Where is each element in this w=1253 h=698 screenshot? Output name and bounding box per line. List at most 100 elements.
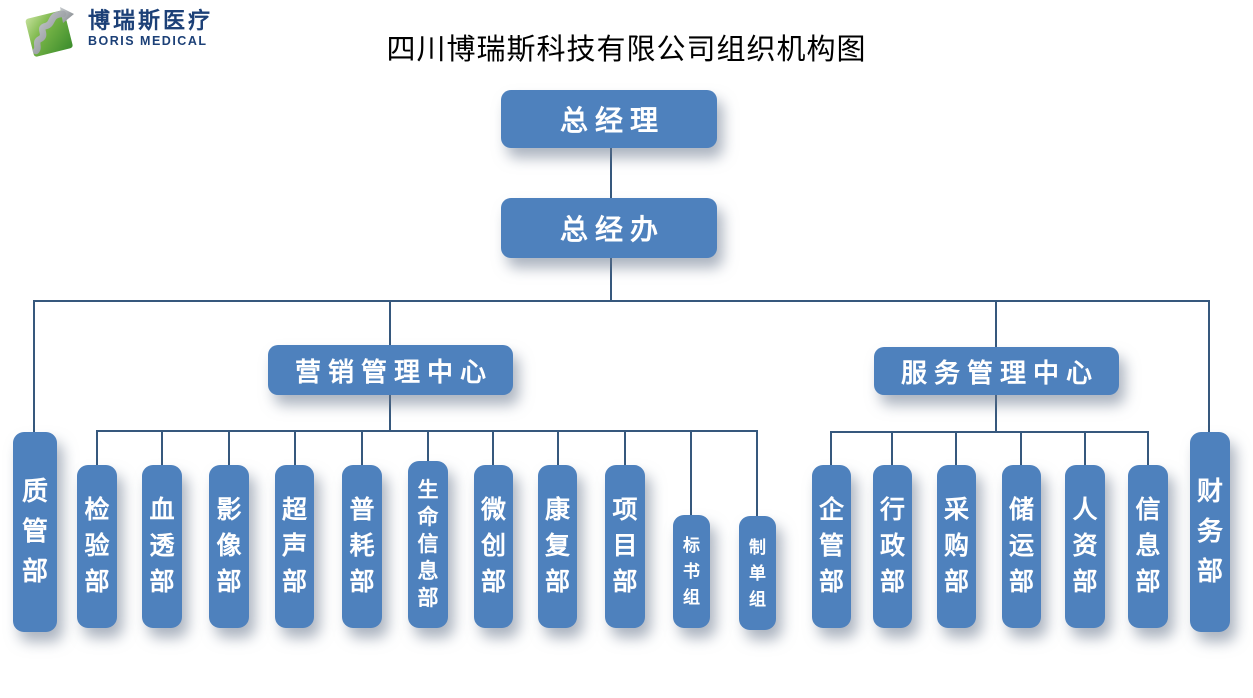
org-node-char: 采 (943, 497, 969, 524)
connector-line (610, 258, 612, 301)
org-node-char: 创 (480, 533, 506, 560)
org-node-project-dept: 项目部 (605, 465, 645, 628)
org-node-quality-dept: 质管部 (13, 432, 57, 632)
connector-line (1147, 431, 1149, 465)
org-node-char: 部 (1072, 569, 1098, 596)
connector-line (955, 431, 957, 465)
org-node-char: 组 (683, 588, 700, 607)
org-node-hemodialysis-dept: 血透部 (142, 465, 182, 628)
org-node-char: 人 (1072, 497, 1098, 524)
org-node-procurement-dept: 采购部 (937, 465, 976, 628)
org-node-char: 部 (943, 569, 969, 596)
org-node-consumables-dept: 普耗部 (342, 465, 382, 628)
org-node-imaging-dept: 影像部 (209, 465, 249, 628)
brand-name-en: BORIS MEDICAL (88, 34, 208, 49)
org-node-char: 部 (84, 569, 110, 596)
org-node-char: 目 (612, 533, 638, 560)
org-node-general-manager: 总经理 (501, 90, 717, 148)
org-node-order-group: 制单组 (739, 516, 776, 630)
org-node-char: 信 (417, 532, 439, 556)
org-node-char: 部 (818, 569, 844, 596)
org-node-minimally-invasive-dept: 微创部 (474, 465, 513, 628)
org-node-char: 像 (216, 533, 242, 560)
org-node-char: 部 (480, 569, 506, 596)
connector-line (831, 431, 1149, 433)
org-node-char: 务 (1196, 517, 1223, 546)
org-node-char: 息 (1135, 533, 1161, 560)
org-node-char: 部 (417, 586, 439, 610)
connector-line (624, 430, 626, 465)
connector-line (557, 430, 559, 465)
org-node-service-center: 服务管理中心 (874, 347, 1119, 395)
org-node-finance-dept: 财务部 (1190, 432, 1230, 632)
connector-line (294, 430, 296, 465)
connector-line (492, 430, 494, 465)
connector-line (361, 430, 363, 465)
brand-name-cn: 博瑞斯医疗 (88, 9, 214, 34)
org-node-info-dept: 信息部 (1128, 465, 1168, 628)
org-node-char: 影 (216, 497, 242, 524)
org-node-char: 部 (349, 569, 375, 596)
org-node-bid-doc-group: 标书组 (673, 515, 710, 628)
org-node-char: 项 (612, 497, 638, 524)
org-node-char: 资 (1072, 533, 1098, 560)
org-node-char: 部 (216, 569, 242, 596)
connector-line (427, 430, 429, 461)
connector-line (96, 430, 98, 465)
org-node-hr-dept: 人资部 (1065, 465, 1105, 628)
connector-line (995, 395, 997, 432)
org-node-char: 部 (149, 569, 175, 596)
connector-line (1084, 431, 1086, 465)
org-node-char: 耗 (349, 533, 375, 560)
org-node-char: 部 (281, 569, 307, 596)
org-node-char: 部 (544, 569, 570, 596)
connector-line (610, 147, 612, 198)
org-node-char: 政 (879, 533, 905, 560)
org-node-char: 财 (1196, 477, 1223, 506)
org-node-ultrasound-dept: 超声部 (275, 465, 314, 628)
org-node-char: 管 (818, 533, 844, 560)
org-node-char: 购 (943, 533, 969, 560)
connector-line (830, 431, 832, 465)
org-node-char: 声 (281, 533, 307, 560)
connector-line (34, 300, 1210, 302)
org-node-char: 命 (417, 505, 439, 529)
org-node-life-info-dept: 生命信息部 (408, 461, 448, 628)
connector-line (161, 430, 163, 465)
org-node-enterprise-mgmt-dept: 企管部 (812, 465, 851, 628)
org-node-char: 超 (281, 497, 307, 524)
brand-logo-text: 博瑞斯医疗 BORIS MEDICAL (88, 6, 213, 49)
org-node-char: 部 (612, 569, 638, 596)
boris-diamond-logo-icon (25, 7, 74, 57)
org-node-char: 管 (21, 517, 48, 546)
org-node-char: 储 (1008, 497, 1034, 524)
org-node-char: 标 (683, 536, 700, 555)
org-node-admin-dept: 行政部 (873, 465, 912, 628)
connector-line (1208, 300, 1210, 432)
org-node-storage-transport-dept: 储运部 (1002, 465, 1041, 628)
connector-line (756, 430, 758, 516)
org-node-char: 行 (879, 497, 905, 524)
org-node-char: 部 (1196, 557, 1223, 586)
connector-line (33, 300, 35, 432)
org-node-char: 息 (417, 559, 439, 583)
org-node-char: 部 (21, 557, 48, 586)
org-node-char: 组 (749, 589, 766, 609)
connector-line (1020, 431, 1022, 465)
connector-line (690, 430, 692, 515)
org-node-char: 血 (149, 497, 175, 524)
connector-line (228, 430, 230, 465)
chart-title: 四川博瑞斯科技有限公司组织机构图 (386, 34, 867, 66)
org-node-char: 信 (1135, 497, 1161, 524)
org-node-char: 验 (84, 533, 110, 560)
org-node-char: 单 (749, 563, 766, 583)
org-node-label: 营销管理中心 (294, 357, 493, 387)
connector-line (389, 300, 391, 346)
org-node-char: 制 (749, 537, 766, 557)
org-node-label: 服务管理中心 (900, 358, 1099, 388)
org-node-label: 总经理 (559, 106, 665, 137)
connector-line (995, 300, 997, 348)
connector-line (389, 395, 391, 432)
